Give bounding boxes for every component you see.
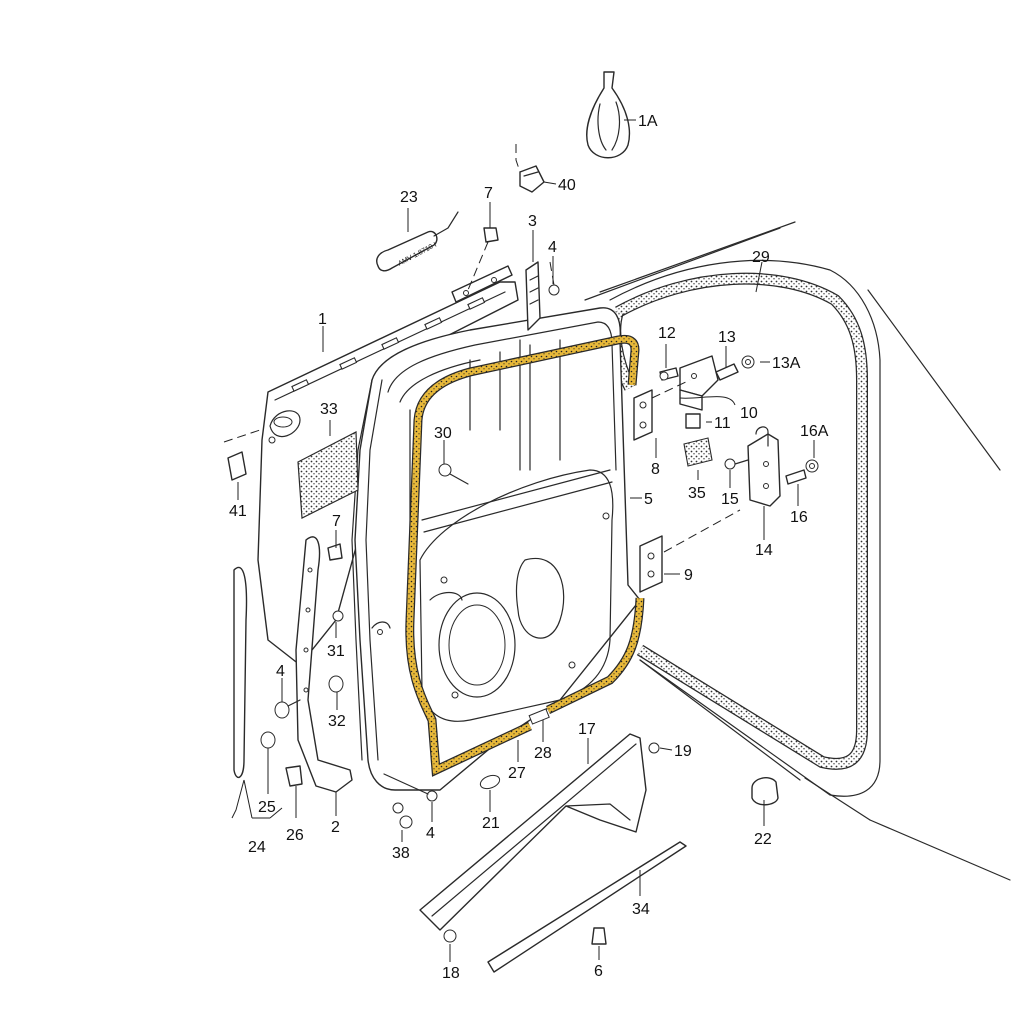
part-22-plug xyxy=(751,777,779,806)
callout-1: 1 xyxy=(318,311,327,328)
part-34-sill-strip xyxy=(487,841,687,973)
part-41-clip xyxy=(223,429,261,481)
callout-2: 2 xyxy=(331,819,340,836)
part-26-clip xyxy=(285,765,303,787)
sealant-tube-23: AMV 1.8710 I xyxy=(376,211,459,272)
part-2-guide-strip xyxy=(295,536,353,793)
callout-34: 34 xyxy=(632,901,650,918)
part-25-clip xyxy=(260,731,276,749)
callout-labels: 1A 40 23 7 3 4 29 1 12 13 13A 33 30 11 1… xyxy=(229,113,829,982)
callout-32: 32 xyxy=(328,713,346,730)
callout-30: 30 xyxy=(434,425,452,442)
callout-17: 17 xyxy=(578,721,596,738)
door-seal-27-highlighted xyxy=(405,334,645,777)
part-21-grommet xyxy=(479,774,501,790)
part-31-screw xyxy=(332,610,344,622)
part-35-pad xyxy=(683,437,713,467)
callout-16: 16 xyxy=(790,509,808,526)
part-13-bolt xyxy=(715,363,739,381)
callout-35: 35 xyxy=(688,485,706,502)
part-15-bolt xyxy=(724,458,749,470)
part-8-plate xyxy=(633,389,653,441)
part-17-sill-bracket xyxy=(419,733,647,931)
callout-13A: 13A xyxy=(772,355,801,372)
callout-23: 23 xyxy=(400,189,418,206)
hinge-dash-line-upper xyxy=(651,379,691,399)
callout-27: 27 xyxy=(508,765,526,782)
part-4-bolt-bottom xyxy=(383,773,438,802)
part-32-grommet xyxy=(328,675,344,693)
callout-19: 19 xyxy=(674,743,692,760)
part-11-bolt xyxy=(685,413,701,429)
seal-joint-28 xyxy=(528,708,550,725)
door-shell-5 xyxy=(351,307,641,791)
part-1A-bag xyxy=(586,71,631,159)
callout-22: 22 xyxy=(754,831,772,848)
part-18-nut xyxy=(443,929,457,943)
part-30-plug xyxy=(438,463,469,485)
part-4-nut-upper xyxy=(548,261,560,296)
callout-18: 18 xyxy=(442,965,460,982)
part-33-pad xyxy=(297,431,359,519)
part-16-bolt xyxy=(785,469,807,485)
callout-16A: 16A xyxy=(800,423,829,440)
part-4-nut-left xyxy=(274,699,301,719)
callout-29: 29 xyxy=(752,249,770,266)
callout-1A: 1A xyxy=(638,113,658,130)
callout-8: 8 xyxy=(651,461,660,478)
outer-door-panel-1 xyxy=(257,281,519,666)
callout-26: 26 xyxy=(286,827,304,844)
callout-9: 9 xyxy=(684,567,693,584)
part-40-clip xyxy=(515,144,545,193)
callout-41: 41 xyxy=(229,503,247,520)
callout-33: 33 xyxy=(320,401,338,418)
callout-12: 12 xyxy=(658,325,676,342)
callout-7: 7 xyxy=(484,185,493,202)
part-3-guide xyxy=(525,261,541,331)
part-9-plate xyxy=(639,535,663,593)
callout-4-left: 4 xyxy=(276,663,285,680)
callout-11: 11 xyxy=(714,415,731,432)
callout-6: 6 xyxy=(594,963,603,980)
part-10-hinge xyxy=(679,355,719,411)
callout-3: 3 xyxy=(528,213,537,230)
window-reinforcement-strip xyxy=(451,265,513,303)
part-12-bolt xyxy=(659,367,679,381)
callout-13: 13 xyxy=(718,329,736,346)
callout-10: 10 xyxy=(740,405,758,422)
part-14-hinge xyxy=(747,426,781,507)
hinge-dash-line xyxy=(663,509,741,553)
part-13A-nut xyxy=(741,355,755,369)
callout-7-lower: 7 xyxy=(332,513,341,530)
body-door-opening xyxy=(584,221,1011,881)
callout-21: 21 xyxy=(482,815,500,832)
callout-24: 24 xyxy=(248,839,266,856)
part-38-bolt xyxy=(392,802,413,829)
callout-5: 5 xyxy=(644,491,653,508)
callout-4: 4 xyxy=(548,239,557,256)
part-7-clip-upper xyxy=(467,227,499,291)
part-6-clip xyxy=(591,927,607,945)
body-door-seal-29 xyxy=(609,272,868,770)
callout-4-bottom: 4 xyxy=(426,825,435,842)
part-24-rail xyxy=(233,566,248,779)
callout-40: 40 xyxy=(558,177,576,194)
callout-14: 14 xyxy=(755,542,773,559)
callout-15: 15 xyxy=(721,491,739,508)
part-16A-nut xyxy=(805,459,819,473)
part-19-screw xyxy=(648,742,660,754)
leader-lines xyxy=(231,119,815,962)
callout-31: 31 xyxy=(327,643,345,660)
callout-25: 25 xyxy=(258,799,276,816)
callout-28: 28 xyxy=(534,745,552,762)
callout-38: 38 xyxy=(392,845,410,862)
